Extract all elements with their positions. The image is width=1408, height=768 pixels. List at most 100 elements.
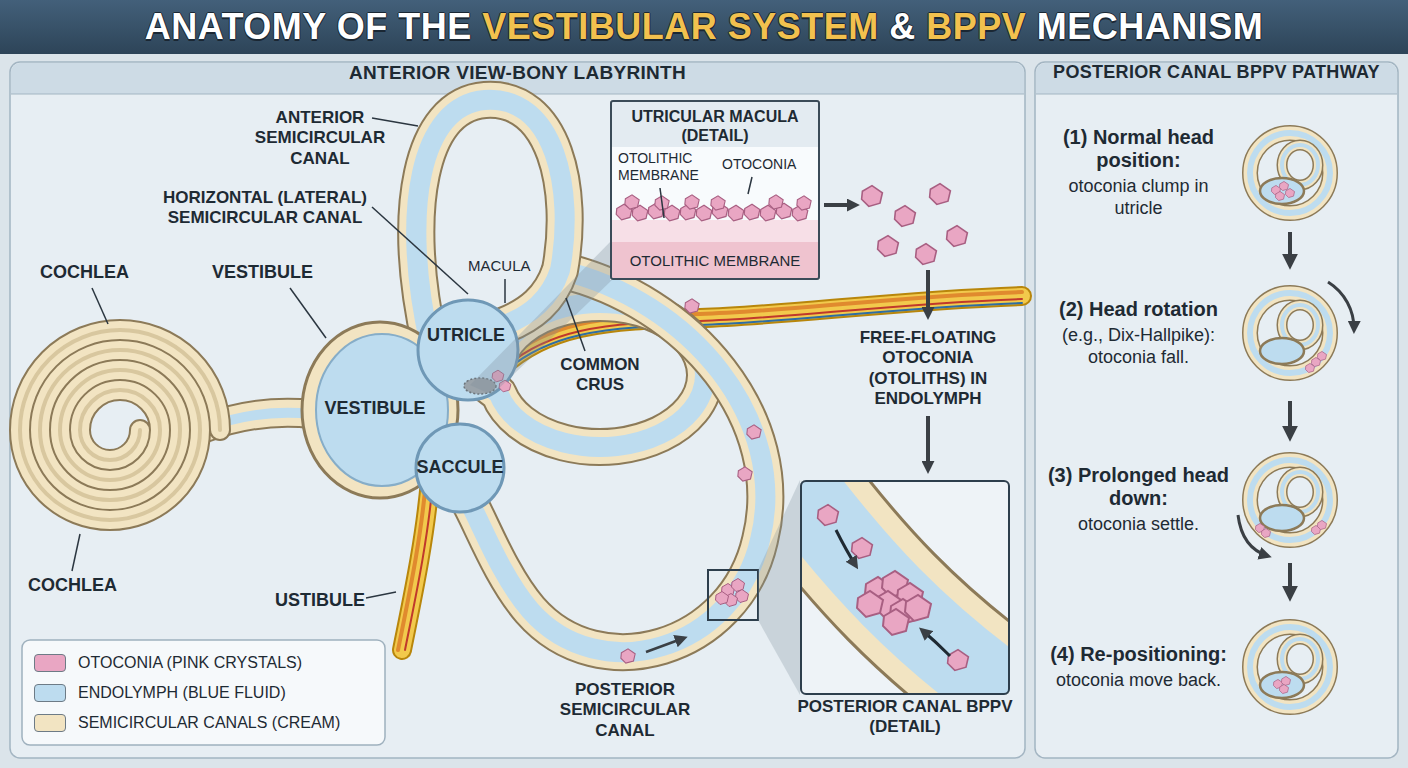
cochlea-spiral	[20, 330, 312, 520]
leader-line	[566, 298, 585, 351]
label-holder: FREE-FLOATING OTOCONIA (OTOLITHS) IN END…	[838, 328, 1018, 410]
title-word: THE	[398, 6, 482, 47]
legend-entry: SEMICIRCULAR CANALS (CREAM)	[34, 708, 379, 738]
inset-label: OTOCONIA	[722, 156, 812, 173]
free-otoconia	[916, 244, 937, 265]
detail-box: POSTERIOR CANAL BPPV (DETAIL)	[800, 480, 1010, 695]
legend-frame	[22, 640, 385, 745]
title-word: OF	[337, 6, 399, 47]
detail-art	[836, 530, 950, 656]
pathway-step: (3) Prolonged head down: otoconia settle.	[1040, 440, 1390, 560]
otoconia-crystal	[621, 649, 635, 663]
pathway-illustration	[1250, 133, 1330, 213]
title-bar-fill	[0, 0, 1408, 54]
legend-entry: OTOCONIA (PINK CRYSTALS)	[34, 648, 379, 678]
part-label: VESTIBULE	[212, 262, 342, 284]
step-description: otoconia settle.	[1046, 514, 1231, 536]
pathway-step: (1) Normal head position:otoconia clump …	[1040, 117, 1390, 229]
title-word: &	[889, 6, 926, 47]
otoconia-crystal	[747, 425, 761, 439]
free-otoconia	[930, 184, 951, 205]
pathway-step: (4) Re-positioning:otoconia move back.	[1040, 600, 1390, 735]
detail-art	[800, 480, 1010, 695]
label-holder: ANTERIOR SEMICIRCULAR CANAL	[240, 108, 400, 169]
free-otoconia	[862, 184, 968, 265]
label-holder: MACULA	[468, 257, 548, 275]
detail-art	[922, 630, 950, 656]
motion-arrow	[646, 638, 684, 652]
zoom-callout	[470, 240, 800, 695]
otoconia-crystal	[736, 590, 749, 603]
part-label: MACULA	[468, 257, 548, 275]
detail-art	[852, 538, 873, 559]
legend-text: OTOCONIA (PINK CRYSTALS)	[78, 654, 302, 672]
free-otoconia	[862, 186, 883, 207]
vestibule-sac	[418, 300, 518, 400]
panel-frame	[1036, 63, 1397, 94]
legend-frame	[22, 640, 385, 745]
detail-art	[818, 505, 839, 526]
pathway-illustration	[1275, 191, 1284, 200]
part-label: UTRICLE	[416, 325, 516, 347]
view-panel: UTRICULAR MACULA (DETAIL) POSTERIOR CANAL…	[10, 62, 1025, 758]
connector-group	[1290, 232, 1291, 597]
part-label: SACCULE	[410, 457, 510, 479]
step-description: (e.g., Dix-Hallpike): otoconia fall.	[1046, 325, 1231, 368]
label-holder: COCHLEA	[40, 262, 140, 284]
step-heading: (2) Head rotation	[1046, 298, 1231, 321]
pathway-illustration	[1279, 181, 1288, 190]
legend-entry: ENDOLYMPH (BLUE FLUID)	[34, 678, 379, 708]
box-heading: UTRICULAR MACULA (DETAIL)	[612, 102, 818, 145]
legend-text: SEMICIRCULAR CANALS (CREAM)	[78, 714, 340, 732]
otoconia-crystal	[716, 592, 729, 605]
leader-line	[72, 118, 752, 598]
pathway-illustration	[1238, 515, 1268, 556]
caption-holder: POSTERIOR CANAL BPPV (DETAIL)	[788, 697, 1022, 738]
pathway-illustration	[1285, 188, 1294, 197]
label-holder: COCHLEA	[28, 575, 138, 597]
label-holder: OTOLITHIC MEMBRANE	[618, 150, 718, 184]
box-heading: POSTERIOR CANAL BPPV (DETAIL)	[788, 697, 1022, 738]
title-word: VESTIBULAR	[482, 6, 728, 47]
leader-line	[92, 288, 108, 324]
macula-inset-art	[797, 196, 811, 210]
step-text-column: (2) Head rotation (e.g., Dix-Hallpike): o…	[1046, 268, 1231, 398]
detail-art	[948, 650, 969, 671]
motion-arrow	[646, 638, 684, 652]
macula-inset-art	[610, 100, 820, 280]
label-holder: VESTIBULE	[212, 262, 342, 284]
legend-swatch	[34, 654, 66, 672]
pathway-illustration	[1250, 460, 1330, 540]
label-holder: POSTERIOR SEMICIRCULAR CANAL	[545, 680, 705, 741]
step-heading: (4) Re-positioning:	[1046, 643, 1231, 666]
free-otoconia	[878, 236, 899, 257]
pathway-illustration	[1261, 528, 1270, 537]
step-heading: (3) Prolonged head down:	[1046, 464, 1231, 510]
title-word: SYSTEM	[728, 6, 890, 47]
panel-heading: POSTERIOR CANAL BPPV PATHWAY	[1035, 62, 1398, 94]
title-word: BPPV	[926, 6, 1037, 47]
label-holder: VESTIBULE	[315, 398, 435, 420]
detail-art	[770, 450, 1050, 725]
step-text-column: (4) Re-positioning:otoconia move back.	[1046, 600, 1231, 735]
flow-arrow	[824, 203, 856, 207]
step-text-column: (3) Prolonged head down: otoconia settle.	[1046, 440, 1231, 560]
leader-line	[366, 592, 396, 598]
label-holder: UTRICLE	[416, 325, 516, 347]
pathway-illustration	[1305, 363, 1314, 372]
macula-inset-art	[610, 100, 820, 280]
macula-inset-art	[611, 242, 819, 279]
vestibule-sac	[302, 300, 518, 512]
leader-line	[372, 118, 418, 126]
leader-line	[290, 288, 326, 338]
panel-heading: ANTERIOR VIEW-BONY LABYRINTH	[10, 62, 1025, 94]
nerve-bundle	[405, 480, 433, 650]
title-bar: ANATOMY OF THE VESTIBULAR SYSTEM & BPPV …	[0, 0, 1408, 54]
legend-swatch	[34, 714, 66, 732]
detail-art	[836, 530, 856, 566]
inset-label: OTOLITHIC MEMBRANE	[618, 150, 718, 184]
label-holder: HORIZONTAL (LATERAL) SEMICIRCULAR CANAL	[140, 188, 390, 229]
pathway-panel: (1) Normal head position:otoconia clump …	[1035, 62, 1398, 758]
detail-art	[800, 480, 1010, 695]
title-word: ANATOMY	[145, 6, 337, 47]
